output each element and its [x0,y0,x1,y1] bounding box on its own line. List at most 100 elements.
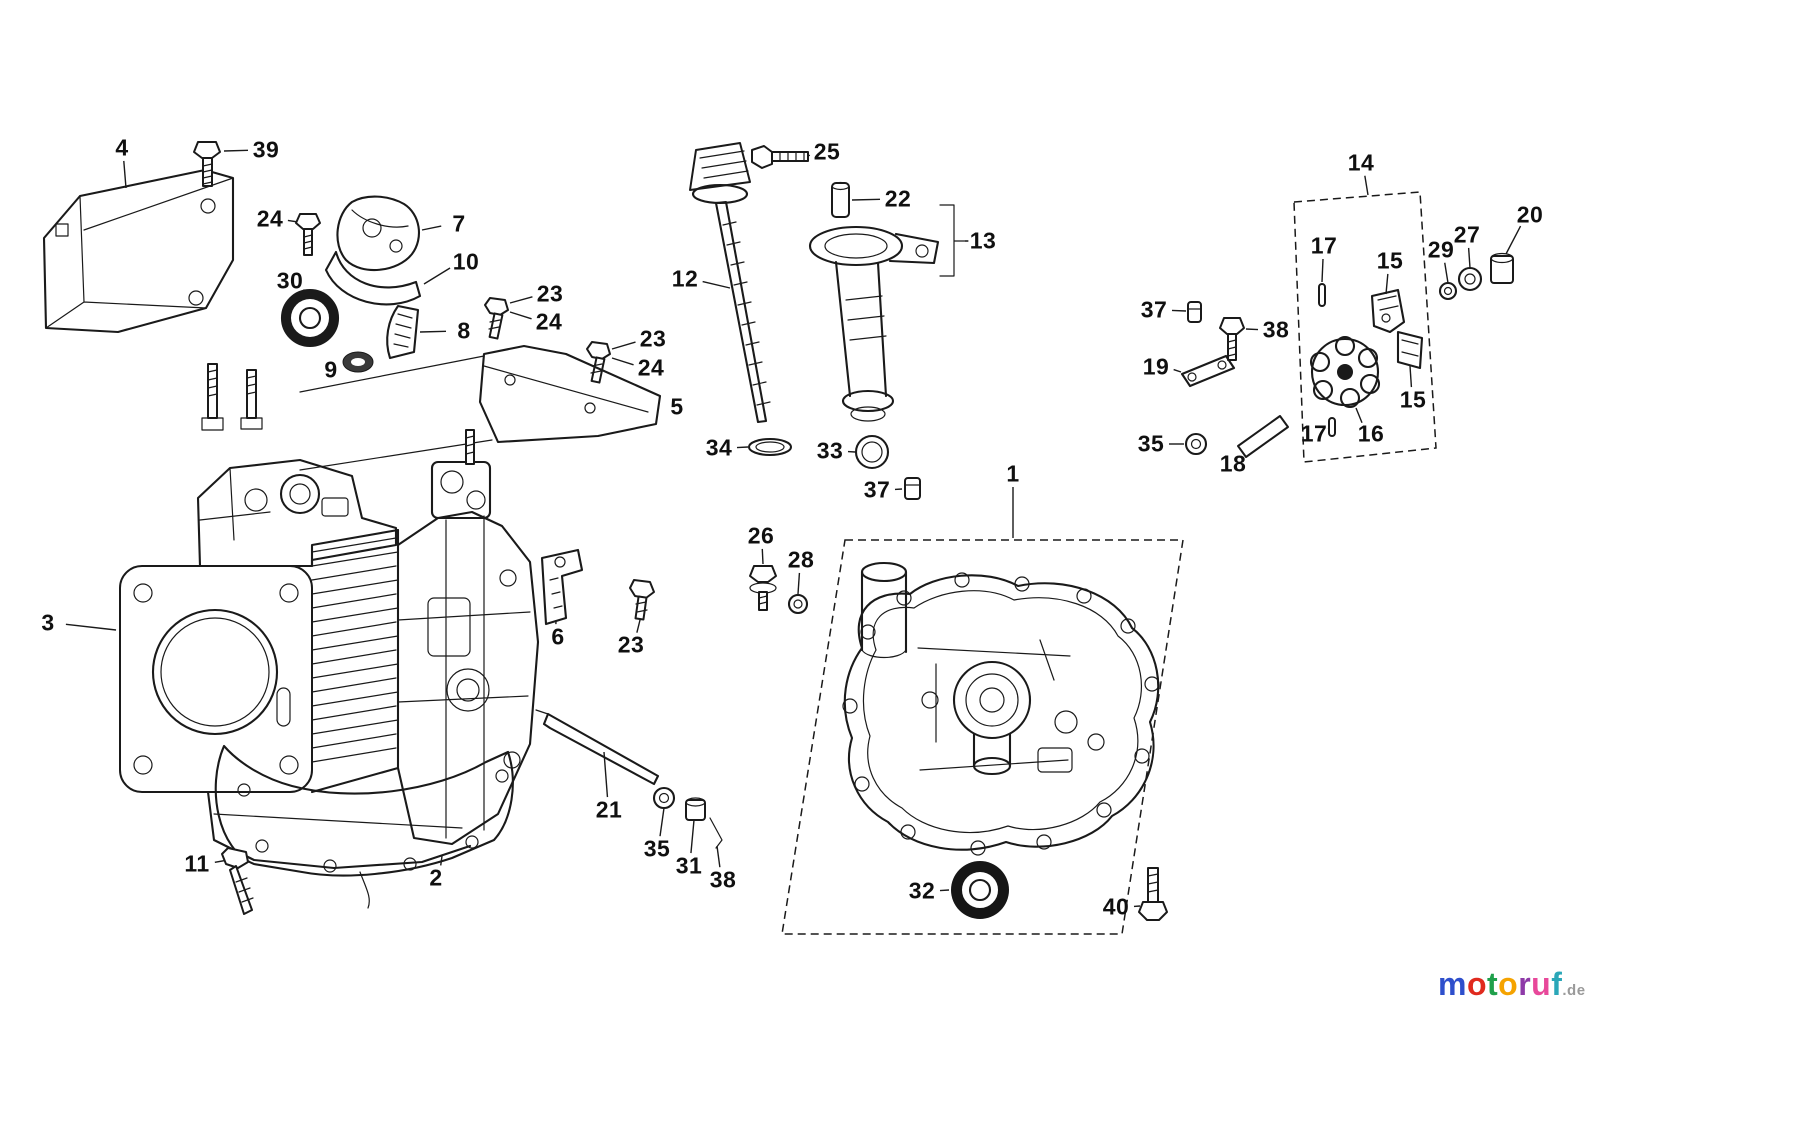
part-washer-35c [652,786,676,810]
part-air-guide-bracket [42,168,235,334]
part-oil-filler-tube [808,225,940,422]
part-side-plate-8 [386,304,420,360]
part-bushing-20 [1490,252,1514,284]
callout-label-11-42: 11 [184,850,210,877]
part-heat-shield [299,344,662,471]
part-pump-shaft-18 [1237,415,1289,458]
part-pump-link-19 [1180,354,1236,388]
group-box-oil-pan [781,539,1184,935]
part-cap-bolt-25 [751,145,809,169]
callout-label-5-12: 5 [670,393,684,420]
part-drain-bolt-11 [221,847,254,915]
callout-label-23-38: 23 [617,631,645,658]
callout-label-10-4: 10 [452,248,480,275]
part-washer-28 [787,593,809,615]
part-bushing-31 [685,797,706,821]
callout-label-20-24: 20 [1516,201,1544,228]
part-pump-pin-17a [1318,283,1326,307]
callout-label-39-1: 39 [252,136,280,163]
callout-label-23-6: 23 [536,280,564,307]
watermark-letter: o [1498,966,1519,1002]
part-pump-rotor-16 [1309,335,1381,409]
part-washer-35b [1184,432,1208,456]
callout-label-34-17: 34 [705,434,733,461]
part-dowel-pin-22 [831,181,850,218]
part-clip-38c [709,817,723,849]
part-cylinder-block [119,363,540,870]
part-gasket-ring-34 [747,437,793,457]
part-flange-bolt-39 [193,141,221,187]
callout-label-29-26: 29 [1427,236,1455,263]
part-governor-rod [535,709,660,786]
bracket-line-13 [939,204,969,277]
callout-label-6-37: 6 [551,623,565,650]
part-pump-bracket-15a [1370,288,1406,334]
callout-label-14-21: 14 [1347,149,1375,176]
part-bolt-26 [749,565,777,611]
watermark-letter: t [1487,966,1499,1002]
callout-label-26-35: 26 [747,522,775,549]
part-bolt-pair-a [484,297,509,340]
part-pump-bracket-15b [1396,330,1424,370]
callout-label-17-22: 17 [1310,232,1338,259]
callout-label-15-23: 15 [1376,247,1404,274]
callout-label-4-0: 4 [115,134,129,161]
part-oring-33 [854,434,890,470]
leader-lines [65,149,1522,908]
callout-label-35-33: 35 [1137,430,1165,457]
watermark-logo: motoruf.de [1438,966,1586,1003]
watermark-letter: f [1551,966,1563,1002]
callout-label-7-3: 7 [452,210,466,237]
callout-label-1-20: 1 [1006,460,1020,487]
part-dipstick [689,142,771,424]
watermark-letter: u [1531,966,1552,1002]
callout-label-33-18: 33 [816,437,844,464]
part-clamp-bracket-6 [540,548,584,626]
part-pump-pin-17b [1328,417,1336,437]
watermark-suffix: .de [1562,982,1586,999]
part-oil-seal-9 [342,351,374,373]
callout-label-24-7: 24 [535,308,563,335]
callout-label-17-31: 17 [1300,420,1328,447]
callout-label-37-19: 37 [863,476,891,503]
callout-label-28-36: 28 [787,546,815,573]
callout-label-3-39: 3 [41,609,55,636]
callout-label-24-10: 24 [637,354,665,381]
part-ball-bearing-30 [280,288,340,348]
callout-label-22-15: 22 [884,185,912,212]
callout-label-32-46: 32 [908,877,936,904]
callout-label-37-27: 37 [1140,296,1168,323]
callout-label-30-5: 30 [276,267,304,294]
part-governor-plate [324,250,422,306]
callout-label-40-47: 40 [1102,893,1130,920]
watermark-letter: m [1438,966,1467,1002]
part-bolt-pair-b [586,341,611,384]
part-plug-37a [904,477,921,500]
callout-label-23-9: 23 [639,325,667,352]
part-governor-bolt-24 [295,213,321,256]
part-oil-pan [842,561,1160,856]
part-bracket-bolt-23c [629,579,655,621]
part-washer-29 [1438,281,1458,301]
callout-label-19-29: 19 [1142,353,1170,380]
callout-label-25-14: 25 [813,138,841,165]
part-pan-bolt-40 [1138,867,1168,921]
callout-label-8-8: 8 [457,317,471,344]
watermark-letter: o [1466,966,1487,1002]
callout-label-13-16: 13 [969,227,997,254]
part-oil-seal-32 [951,861,1009,919]
group-box-oil-pump [1293,191,1437,463]
part-washer-27 [1457,266,1483,292]
callout-label-21-40: 21 [595,796,623,823]
callout-label-2-41: 2 [429,864,443,891]
callout-label-38-28: 38 [1262,316,1290,343]
callout-label-9-11: 9 [324,356,338,383]
callout-label-24-2: 24 [256,205,284,232]
watermark-word: motoruf [1438,966,1562,1002]
part-governor-arm [336,195,421,272]
callout-label-27-25: 27 [1453,221,1481,248]
callout-label-16-32: 16 [1357,420,1385,447]
callout-label-15-30: 15 [1399,386,1427,413]
